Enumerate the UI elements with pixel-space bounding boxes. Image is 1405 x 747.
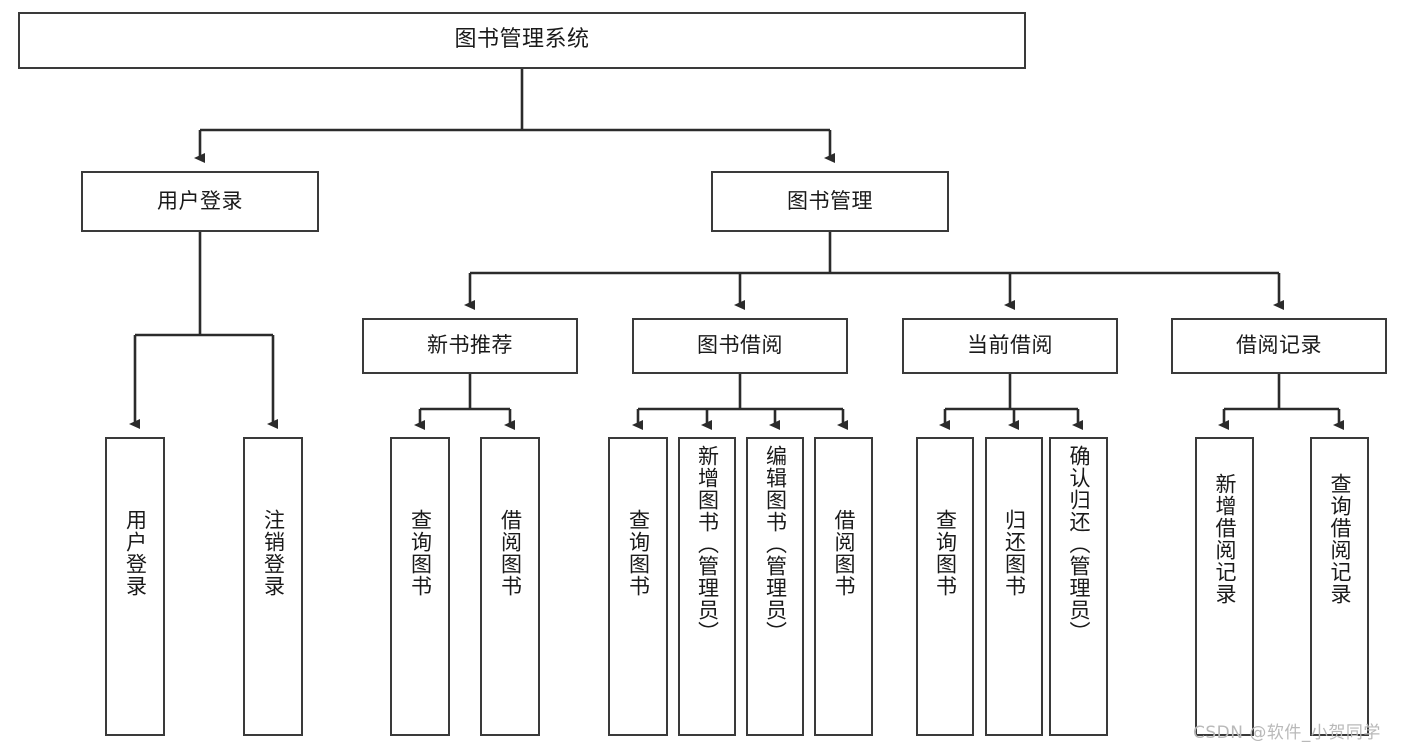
node-leaf-user-logout[interactable]: 注销登录 bbox=[243, 437, 303, 736]
node-current-borrow-label: 当前借阅 bbox=[967, 333, 1053, 358]
node-leaf-query-book-1[interactable]: 查询图书 bbox=[390, 437, 450, 736]
node-borrow-records[interactable]: 借阅记录 bbox=[1171, 318, 1387, 374]
node-leaf-return-book-label: 归还图书 bbox=[1002, 509, 1027, 597]
node-user-login[interactable]: 用户登录 bbox=[81, 171, 319, 232]
node-leaf-edit-book[interactable]: 编辑图书（管理员） bbox=[746, 437, 804, 736]
node-leaf-add-book-label: 新增图书（管理员） bbox=[695, 445, 720, 643]
node-leaf-confirm-return[interactable]: 确认归还（管理员） bbox=[1049, 437, 1108, 736]
node-leaf-user-logout-label: 注销登录 bbox=[261, 509, 286, 597]
node-leaf-add-borrow-record[interactable]: 新增借阅记录 bbox=[1195, 437, 1254, 736]
node-leaf-query-book-2[interactable]: 查询图书 bbox=[608, 437, 668, 736]
node-leaf-return-book[interactable]: 归还图书 bbox=[985, 437, 1043, 736]
node-book-borrow-label: 图书借阅 bbox=[697, 333, 783, 358]
node-book-manage-label: 图书管理 bbox=[787, 188, 873, 213]
node-root[interactable]: 图书管理系统 bbox=[18, 12, 1026, 69]
node-leaf-borrow-book-2-label: 借阅图书 bbox=[831, 509, 856, 597]
node-new-book-recommend-label: 新书推荐 bbox=[427, 333, 513, 358]
node-book-manage[interactable]: 图书管理 bbox=[711, 171, 949, 232]
node-leaf-user-login[interactable]: 用户登录 bbox=[105, 437, 165, 736]
node-leaf-query-borrow-record-label: 查询借阅记录 bbox=[1327, 473, 1352, 605]
node-borrow-records-label: 借阅记录 bbox=[1236, 333, 1322, 358]
node-leaf-query-book-1-label: 查询图书 bbox=[408, 509, 433, 597]
node-leaf-borrow-book-1-label: 借阅图书 bbox=[498, 509, 523, 597]
node-leaf-user-login-label: 用户登录 bbox=[123, 509, 148, 597]
node-leaf-query-book-3[interactable]: 查询图书 bbox=[916, 437, 974, 736]
node-new-book-recommend[interactable]: 新书推荐 bbox=[362, 318, 578, 374]
node-leaf-borrow-book-2[interactable]: 借阅图书 bbox=[814, 437, 873, 736]
csdn-watermark: CSDN @软件_小贺同学 bbox=[1193, 723, 1381, 743]
node-book-borrow[interactable]: 图书借阅 bbox=[632, 318, 848, 374]
node-current-borrow[interactable]: 当前借阅 bbox=[902, 318, 1118, 374]
node-leaf-query-borrow-record[interactable]: 查询借阅记录 bbox=[1310, 437, 1369, 736]
node-user-login-label: 用户登录 bbox=[157, 188, 243, 213]
node-leaf-query-book-2-label: 查询图书 bbox=[626, 509, 651, 597]
node-leaf-borrow-book-1[interactable]: 借阅图书 bbox=[480, 437, 540, 736]
node-leaf-edit-book-label: 编辑图书（管理员） bbox=[763, 445, 788, 643]
node-root-label: 图书管理系统 bbox=[454, 27, 590, 53]
node-leaf-add-borrow-record-label: 新增借阅记录 bbox=[1212, 473, 1237, 605]
node-leaf-confirm-return-label: 确认归还（管理员） bbox=[1066, 445, 1091, 643]
node-leaf-add-book[interactable]: 新增图书（管理员） bbox=[678, 437, 736, 736]
node-leaf-query-book-3-label: 查询图书 bbox=[933, 509, 958, 597]
